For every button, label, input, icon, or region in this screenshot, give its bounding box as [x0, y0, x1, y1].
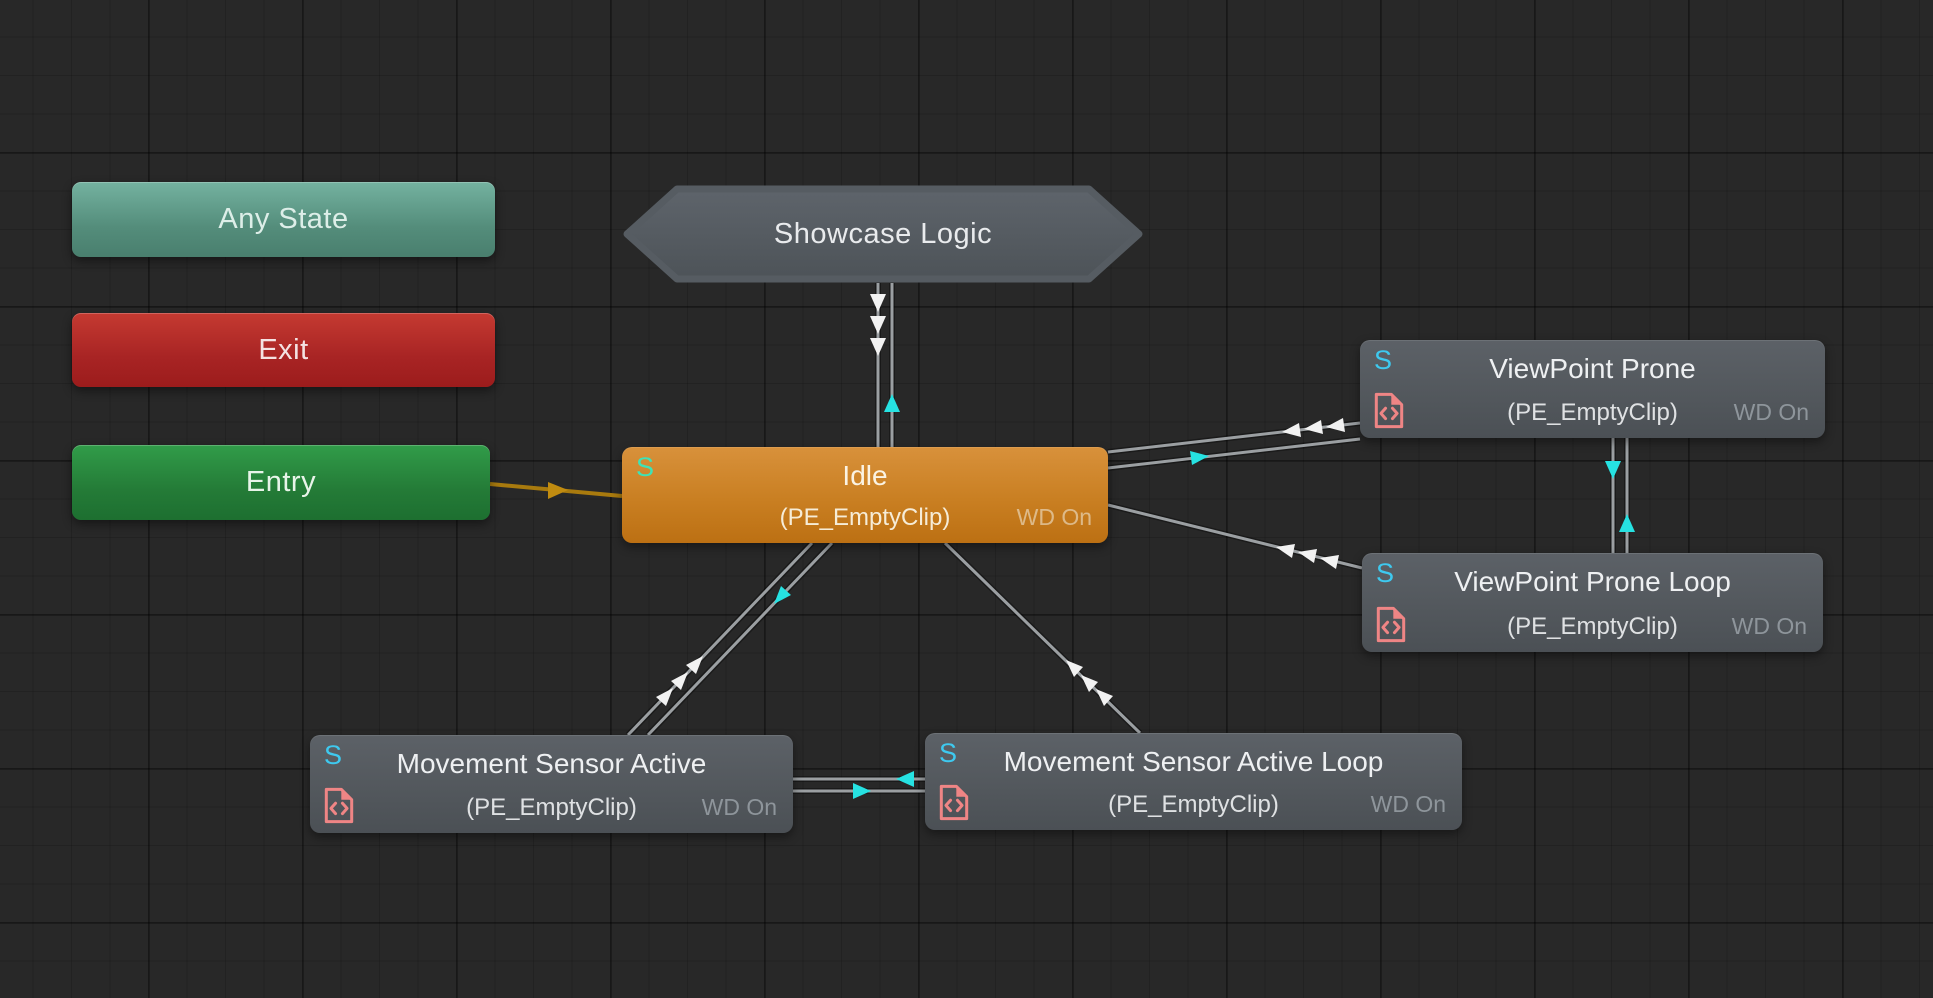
showcase-logic-label: Showcase Logic — [773, 217, 993, 250]
write-defaults-label: WD On — [1733, 399, 1809, 425]
transition-viewpoint-prone-loop-to-prone[interactable] — [1619, 438, 1635, 553]
write-defaults-label: WD On — [1016, 504, 1092, 530]
transition-viewpoint-prone-to-loop[interactable] — [1605, 438, 1621, 553]
exit-node[interactable]: Exit — [72, 313, 495, 387]
state-node-viewpoint-prone-loop[interactable]: S ViewPoint Prone Loop (PE_EmptyClip) WD… — [1362, 553, 1823, 652]
entry-node[interactable]: Entry — [72, 445, 490, 520]
state-title: ViewPoint Prone Loop — [1454, 566, 1731, 597]
write-defaults-label: WD On — [701, 794, 777, 820]
transition-showcase-logic-to-idle[interactable] — [870, 283, 886, 447]
script-icon — [324, 787, 354, 824]
state-motion: (PE_EmptyClip) — [1507, 399, 1678, 426]
transition-idle-to-viewpoint-prone[interactable] — [1107, 436, 1361, 471]
state-motion: (PE_EmptyClip) — [779, 504, 951, 531]
transition-viewpoint-prone-to-idle[interactable] — [1107, 418, 1361, 455]
state-node-idle[interactable]: S Idle (PE_EmptyClip) WD On — [622, 447, 1108, 543]
state-node-viewpoint-prone[interactable]: S ViewPoint Prone (PE_EmptyClip) WD On — [1360, 340, 1825, 438]
script-icon — [939, 784, 969, 821]
any-state-node[interactable]: Any State — [72, 182, 495, 257]
transition-msa-loop-to-msa[interactable] — [793, 771, 925, 787]
state-node-movement-sensor-active-loop[interactable]: S Movement Sensor Active Loop (PE_EmptyC… — [925, 733, 1462, 830]
entry-label: Entry — [245, 466, 317, 498]
state-node-movement-sensor-active[interactable]: S Movement Sensor Active (PE_EmptyClip) … — [310, 735, 793, 833]
script-icon — [1374, 392, 1404, 429]
transition-entry-to-idle[interactable] — [489, 482, 623, 499]
transition-idle-to-showcase-logic[interactable] — [884, 283, 900, 447]
write-defaults-label: WD On — [1731, 613, 1807, 639]
state-badge: S — [1376, 558, 1395, 588]
arrowhead-right-icon — [548, 482, 568, 499]
transition-movement-sensor-active-loop-to-idle[interactable] — [942, 540, 1143, 736]
state-title: Movement Sensor Active — [396, 748, 707, 779]
transition-movement-sensor-active-to-idle[interactable] — [625, 540, 815, 738]
state-motion: (PE_EmptyClip) — [1108, 791, 1279, 818]
write-defaults-label: WD On — [1370, 791, 1446, 817]
state-badge: S — [1374, 345, 1393, 375]
state-badge: S — [324, 740, 343, 770]
transition-idle-to-movement-sensor-active[interactable] — [645, 540, 835, 738]
exit-label: Exit — [258, 333, 309, 366]
script-icon — [1376, 606, 1406, 643]
transition-msa-to-msa-loop[interactable] — [793, 783, 925, 799]
hexagon-shape — [623, 185, 1143, 283]
transition-viewpoint-prone-loop-to-idle[interactable] — [1107, 502, 1363, 571]
state-title: ViewPoint Prone — [1489, 353, 1696, 384]
state-title: Idle — [842, 460, 888, 491]
sub-state-machine-showcase-logic[interactable]: Showcase Logic — [623, 185, 1143, 283]
state-motion: (PE_EmptyClip) — [1507, 613, 1678, 640]
state-motion: (PE_EmptyClip) — [466, 794, 637, 821]
state-title: Movement Sensor Active Loop — [1003, 746, 1384, 777]
any-state-label: Any State — [218, 203, 349, 235]
state-badge: S — [939, 738, 958, 768]
state-badge: S — [636, 452, 655, 482]
